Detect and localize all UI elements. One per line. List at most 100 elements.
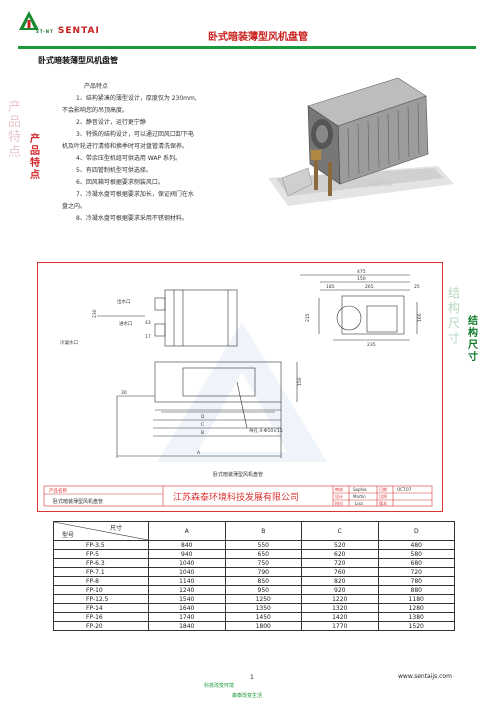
footer-slogan: 森泰改变生活: [232, 693, 263, 699]
model-cell: FP-14: [53, 603, 149, 613]
dim-cell-a: 940: [148, 549, 226, 559]
feature-line: 机及叶轮进行清修和换季时可对盘管清洗保养。: [62, 143, 189, 150]
dim-cell-a: 1540: [148, 594, 226, 604]
dim-cell-a: 1740: [148, 612, 226, 622]
dim-label: 30: [121, 390, 127, 396]
dim-cell-b: 950: [224, 585, 302, 595]
dim-label: 215: [305, 313, 311, 322]
side-label-features: 产品特点: [30, 134, 40, 181]
svg-text:日期: 日期: [379, 486, 387, 492]
feature-line: 6、回风箱可根据要求侧装风口。: [76, 179, 164, 186]
feature-list: 产品特点 1、结构紧凑的薄型设计，厚度仅为 230mm, 不会影响您的吊顶高度。…: [62, 81, 232, 225]
page-number: 1: [250, 674, 254, 681]
dim-cell-b: 650: [224, 549, 302, 559]
title-block-company: 江苏森泰环境科技发展有限公司: [173, 491, 299, 503]
dim-cell-b: 1450: [224, 612, 302, 622]
table-header: C: [301, 521, 379, 541]
dim-label: 265: [365, 284, 374, 290]
dim-cell-b: 1800: [224, 621, 302, 631]
title-block-product: 卧式暗装薄型风机盘管: [53, 498, 103, 505]
side-label-faint-right: 结构尺寸: [448, 286, 461, 345]
model-cell: FP-10: [53, 585, 149, 595]
feature-line: 8、冷凝水盘可根据要求采用不锈钢材料。: [76, 215, 188, 222]
model-cell: FP-3.5: [53, 540, 149, 550]
logo-text: ST-NT SENTAI: [36, 26, 100, 36]
product-photo: 森泰环境: [268, 77, 454, 206]
footer-slogan: 科技改变环境: [204, 683, 235, 689]
side-label-dimensions: 结构尺寸: [468, 316, 478, 363]
table-header: B: [224, 521, 302, 541]
dim-cell-a: 840: [148, 540, 226, 550]
dim-label: D: [201, 414, 205, 420]
watermark-logo: [157, 322, 327, 462]
dim-cell-a: 1240: [148, 585, 226, 595]
dim-cell-c: 1220: [301, 594, 379, 604]
svg-text:设计: 设计: [335, 493, 343, 499]
feature-line: 2、静音设计，运行更宁静: [76, 119, 146, 126]
dim-cell-b: 550: [224, 540, 302, 550]
svg-text:OCT.07: OCT.07: [397, 487, 412, 492]
header-title: 卧式暗装薄型风机盘管: [208, 32, 308, 43]
side-label-faint-left: 产品特点: [8, 100, 22, 160]
feature-line: 3、特殊的结构设计，可以通过回风口卸下电: [76, 131, 194, 138]
svg-text:版本: 版本: [379, 500, 387, 506]
dim-cell-d: 680: [377, 558, 455, 568]
svg-text:Sophia: Sophia: [353, 487, 367, 492]
dim-label: 150: [297, 377, 303, 386]
table-header: A: [148, 521, 226, 541]
dim-cell-d: 1380: [377, 612, 455, 622]
feature-line: 4、带余压型机组可供选用 WAP 系列。: [76, 155, 181, 162]
feature-line: 不会影响您的吊顶高度。: [62, 107, 129, 114]
model-cell: FP-6.3: [53, 558, 149, 568]
photo-watermark: 森泰环境: [368, 180, 392, 188]
dim-label: C: [201, 422, 204, 428]
dim-cell-c: 760: [301, 567, 379, 577]
model-cell: FP-12.5: [53, 594, 149, 604]
dim-cell-d: 780: [377, 576, 455, 586]
website-link[interactable]: www.sentaijs.com: [398, 673, 452, 680]
dim-cell-d: 720: [377, 567, 455, 577]
section-heading: 卧式暗装薄型风机盘管: [38, 56, 118, 65]
dim-cell-b: 1250: [224, 594, 302, 604]
svg-text:Martin: Martin: [353, 494, 366, 499]
dim-label: 235: [367, 342, 376, 348]
dim-label: A: [197, 450, 201, 456]
model-cell: FP-7.1: [53, 567, 149, 577]
outlet-label: 出水口: [117, 298, 131, 305]
dim-cell-c: 620: [301, 549, 379, 559]
dim-cell-c: 720: [301, 558, 379, 568]
hole-label: 吊孔 4-Φ10×15: [249, 427, 283, 434]
dim-cell-d: 480: [377, 540, 455, 550]
dim-cell-d: 1520: [377, 621, 455, 631]
model-cell: FP-5: [53, 549, 149, 559]
drawing-frame: [37, 262, 443, 512]
svg-text:校对: 校对: [335, 500, 343, 506]
dim-label: 475: [357, 269, 366, 275]
feature-line: 7、冷凝水盘可根据要求加长，保证阀门在水: [76, 191, 194, 198]
condensate-label: 冷凝水口: [60, 339, 78, 346]
dim-cell-a: 1840: [148, 621, 226, 631]
technical-drawing: 出水口 进水口 冷凝水口 230 43 17 475 150 185 265 2…: [43, 269, 433, 507]
dim-cell-a: 1040: [148, 567, 226, 577]
dim-cell-c: 1320: [301, 603, 379, 613]
dim-cell-b: 1350: [224, 603, 302, 613]
dim-cell-d: 1280: [377, 603, 455, 613]
dim-cell-c: 920: [301, 585, 379, 595]
feature-line: 5、有四管制机型可供选择。: [76, 167, 152, 174]
table-header: D: [377, 521, 455, 541]
features-title: 产品特点: [84, 83, 109, 90]
dim-cell-c: 1420: [301, 612, 379, 622]
model-cell: FP-8: [53, 576, 149, 586]
header-rule: [18, 46, 476, 49]
dim-cell-c: 1770: [301, 621, 379, 631]
svg-text:审核: 审核: [335, 486, 343, 492]
